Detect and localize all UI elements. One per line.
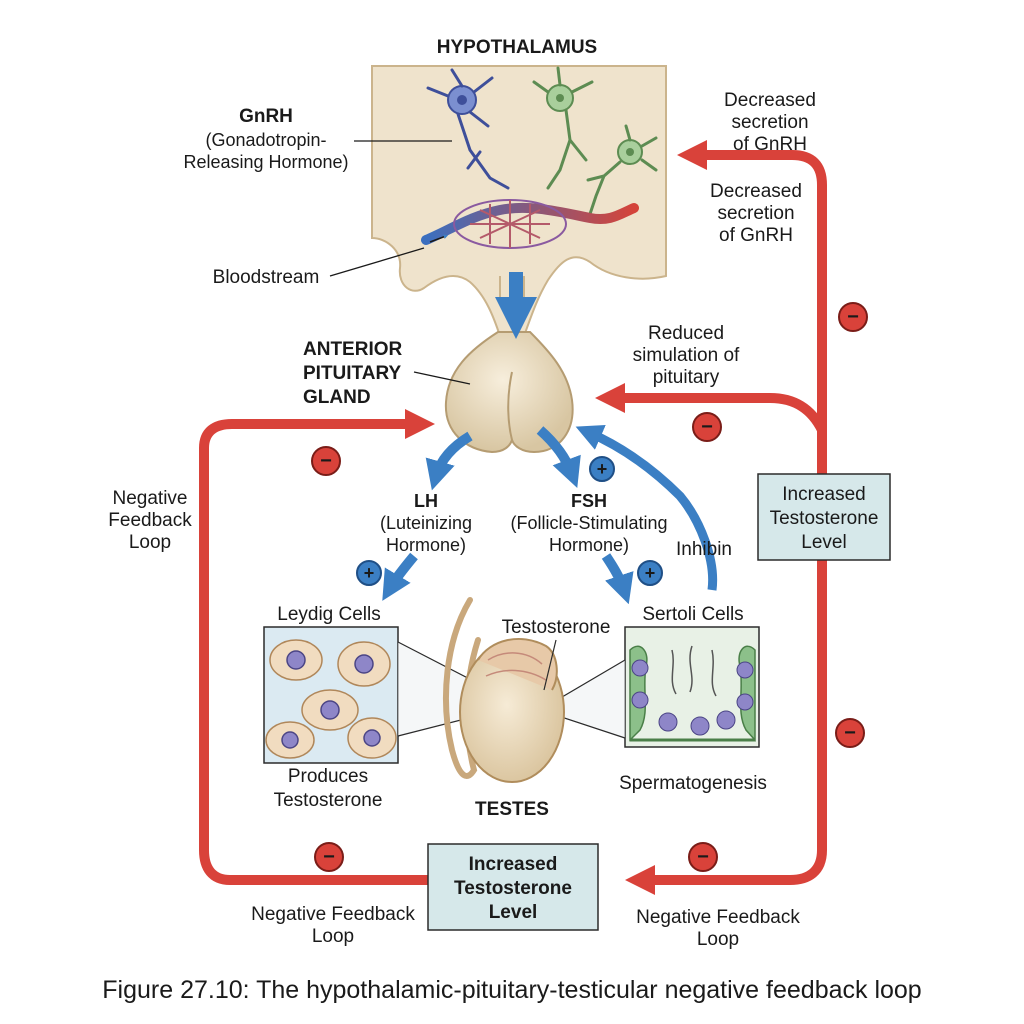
feedback-path-outer-right [677, 140, 827, 490]
fsh-full-name-line2: Hormone) [549, 535, 629, 555]
fsh-to-sertoli-arrow [601, 553, 634, 605]
svg-text:+: + [597, 459, 608, 479]
lh-full-name-line1: (Luteinizing [380, 513, 472, 533]
lh-full-name-line2: Hormone) [386, 535, 466, 555]
svg-text:+: + [645, 563, 656, 583]
left-loop-label-line1: Negative [113, 488, 188, 509]
bloodstream-leader-line [329, 247, 425, 277]
reduced-stimulation-line3: pituitary [653, 367, 720, 388]
decreased-gnrh-1-line3: of GnRH [733, 134, 807, 155]
svg-text:−: − [323, 846, 335, 868]
decreased-gnrh-1-line2: secretion [731, 112, 808, 133]
minus-sign-reduced: − [692, 412, 722, 442]
sertoli-cells-label: Sertoli Cells [642, 604, 743, 625]
svg-text:−: − [697, 846, 709, 868]
testosterone-level-box-right: Increased Testosterone Level [757, 473, 891, 561]
gnrh-full-name-line1: (Gonadotropin- [205, 130, 326, 150]
plus-sign-lh: + [356, 560, 382, 586]
inhibin-arrow [575, 425, 718, 591]
inhibin-label: Inhibin [676, 539, 732, 560]
minus-sign-right-lower: − [835, 718, 865, 748]
pituitary-label-line2: PITUITARY [303, 363, 401, 384]
bottom-right-loop-line1: Negative Feedback [636, 907, 800, 928]
bloodstream-label: Bloodstream [213, 267, 320, 288]
hypothalamus-illustration [371, 65, 667, 337]
minus-sign-left-upper: − [311, 446, 341, 476]
neuron-icon [532, 66, 594, 190]
fsh-label: FSH [571, 491, 607, 511]
pituitary-label-line1: ANTERIOR [303, 339, 403, 360]
plus-sign-sertoli: + [637, 560, 663, 586]
sertoli-cell-icon [629, 645, 756, 742]
testes-label: TESTES [475, 799, 549, 820]
testis-illustration [443, 597, 565, 783]
plus-sign-fsh: + [589, 456, 615, 482]
decreased-gnrh-2-line3: of GnRH [719, 225, 793, 246]
neuron-icon [426, 68, 510, 190]
pituitary-gland-illustration [444, 331, 574, 454]
reduced-stimulation-line2: simulation of [633, 345, 740, 366]
testosterone-label: Testosterone [502, 617, 611, 638]
fsh-release-arrow [536, 426, 581, 489]
left-loop-label-line3: Loop [129, 532, 171, 553]
sertoli-cells-panel [624, 626, 760, 748]
minus-sign-right-upper: − [838, 302, 868, 332]
feedback-path-inner-right [595, 383, 827, 433]
svg-text:−: − [844, 722, 856, 744]
svg-text:Testosterone: Testosterone [454, 878, 572, 899]
fsh-full-name-line1: (Follicle-Stimulating [510, 513, 667, 533]
hypothalamus-title: HYPOTHALAMUS [437, 37, 597, 58]
bottom-left-loop-line1: Negative Feedback [251, 904, 415, 925]
svg-text:Testosterone: Testosterone [770, 508, 879, 529]
sertoli-description: Spermatogenesis [619, 773, 767, 794]
leydig-cells-panel [263, 626, 399, 764]
pituitary-label-line3: GLAND [303, 387, 371, 408]
lh-release-arrow [425, 431, 473, 491]
decreased-gnrh-1-line1: Decreased [724, 90, 816, 111]
svg-text:Increased: Increased [782, 484, 865, 505]
svg-text:+: + [364, 563, 375, 583]
decreased-gnrh-2-line2: secretion [717, 203, 794, 224]
svg-text:Level: Level [801, 532, 846, 553]
neuron-icon [586, 124, 658, 216]
svg-text:Increased: Increased [469, 854, 558, 875]
svg-text:−: − [701, 416, 713, 438]
leydig-cells-label: Leydig Cells [277, 604, 381, 625]
decreased-gnrh-2-line1: Decreased [710, 181, 802, 202]
lh-label: LH [414, 491, 438, 511]
minus-sign-bottom-right: − [688, 842, 718, 872]
pituitary-leader-line [413, 371, 471, 385]
feedback-path-right-down [625, 560, 827, 895]
leydig-description-line1: Produces [288, 766, 368, 787]
svg-text:−: − [847, 306, 859, 328]
left-loop-label-line2: Feedback [108, 510, 192, 531]
testosterone-level-box-bottom: Increased Testosterone Level [427, 843, 599, 931]
leydig-cell-icon [265, 639, 397, 759]
bottom-right-loop-line2: Loop [697, 929, 739, 950]
capillary-network [421, 199, 639, 249]
feedback-path-left-loop [199, 409, 435, 885]
svg-text:−: − [320, 450, 332, 472]
leydig-description-line2: Testosterone [274, 790, 383, 811]
gnrh-full-name-line2: Releasing Hormone) [183, 152, 348, 172]
reduced-stimulation-line1: Reduced [648, 323, 724, 344]
svg-text:Level: Level [489, 902, 538, 923]
minus-sign-bottom-left: − [314, 842, 344, 872]
gnrh-label: GnRH [239, 106, 293, 127]
bottom-left-loop-line2: Loop [312, 926, 354, 947]
figure-caption: Figure 27.10: The hypothalamic-pituitary… [102, 976, 921, 1004]
lh-to-leydig-arrow [382, 552, 418, 601]
